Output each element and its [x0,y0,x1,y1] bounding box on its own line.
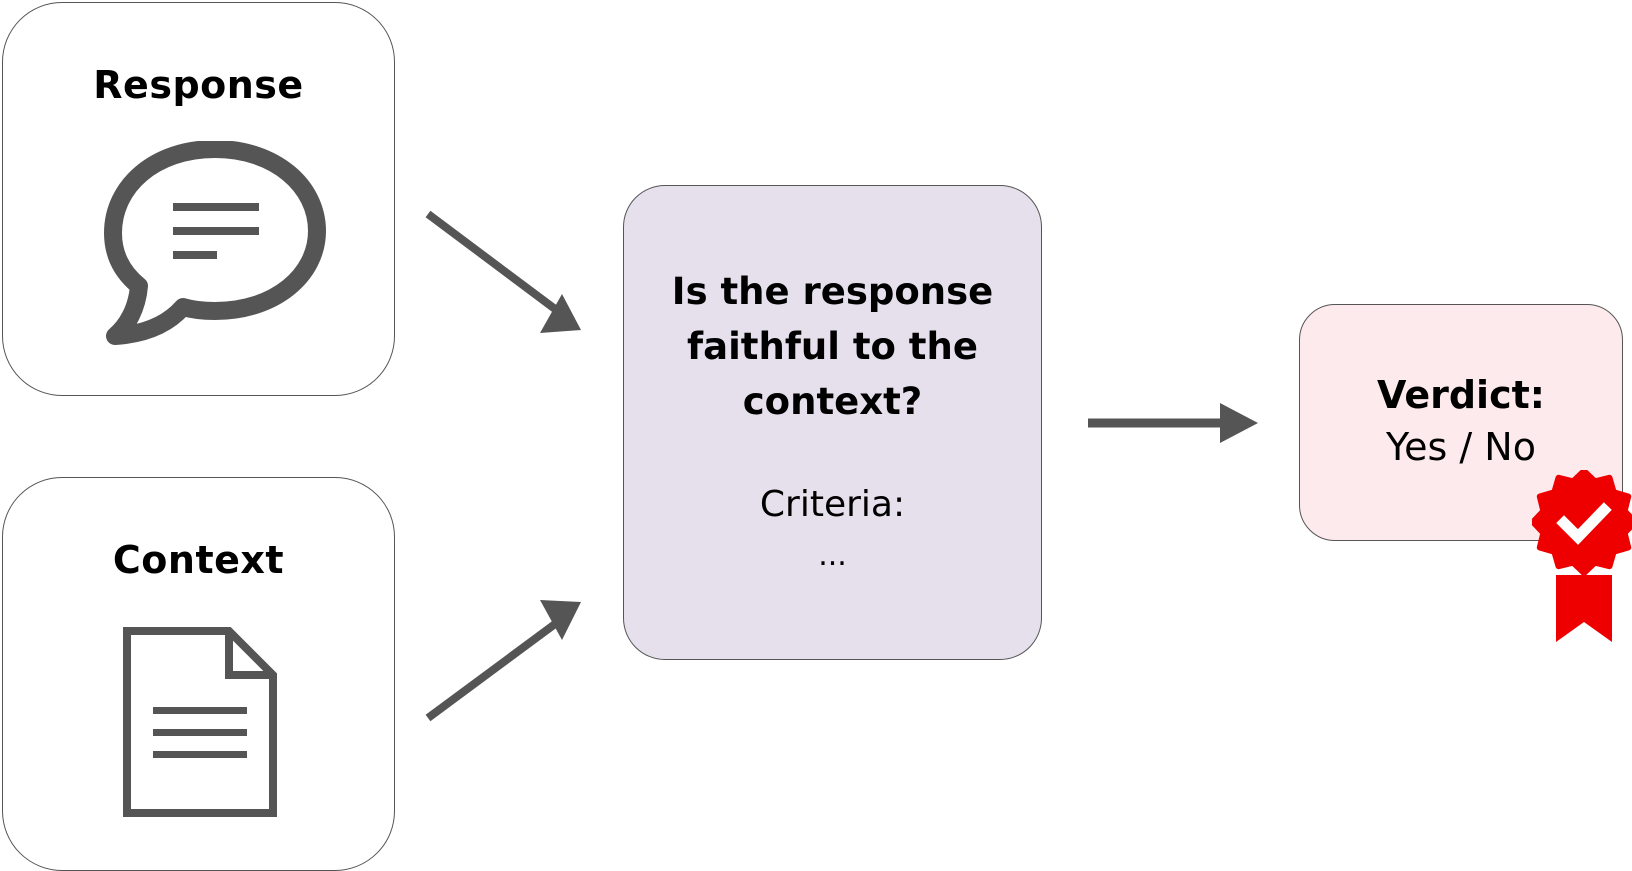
verdict-title: Verdict: [1377,373,1545,417]
document-icon [123,627,277,817]
context-title: Context [112,538,285,582]
question-text: Is the response faithful to the context? [671,270,994,423]
speech-bubble-icon [104,141,326,345]
arrow-response-to-question [425,210,581,333]
response-title: Response [93,63,304,107]
award-badge-icon [1532,470,1632,642]
faithfulness-question-box: Is the response faithful to the context?… [623,185,1042,660]
criteria-label: Criteria: [759,484,906,525]
context-card: Context [2,477,395,871]
response-card: Response [2,2,395,396]
verdict-value: Yes / No [1386,425,1536,469]
arrow-question-to-verdict [1088,403,1258,443]
arrow-context-to-question [425,600,581,722]
criteria-ellipsis: ... [818,538,847,573]
